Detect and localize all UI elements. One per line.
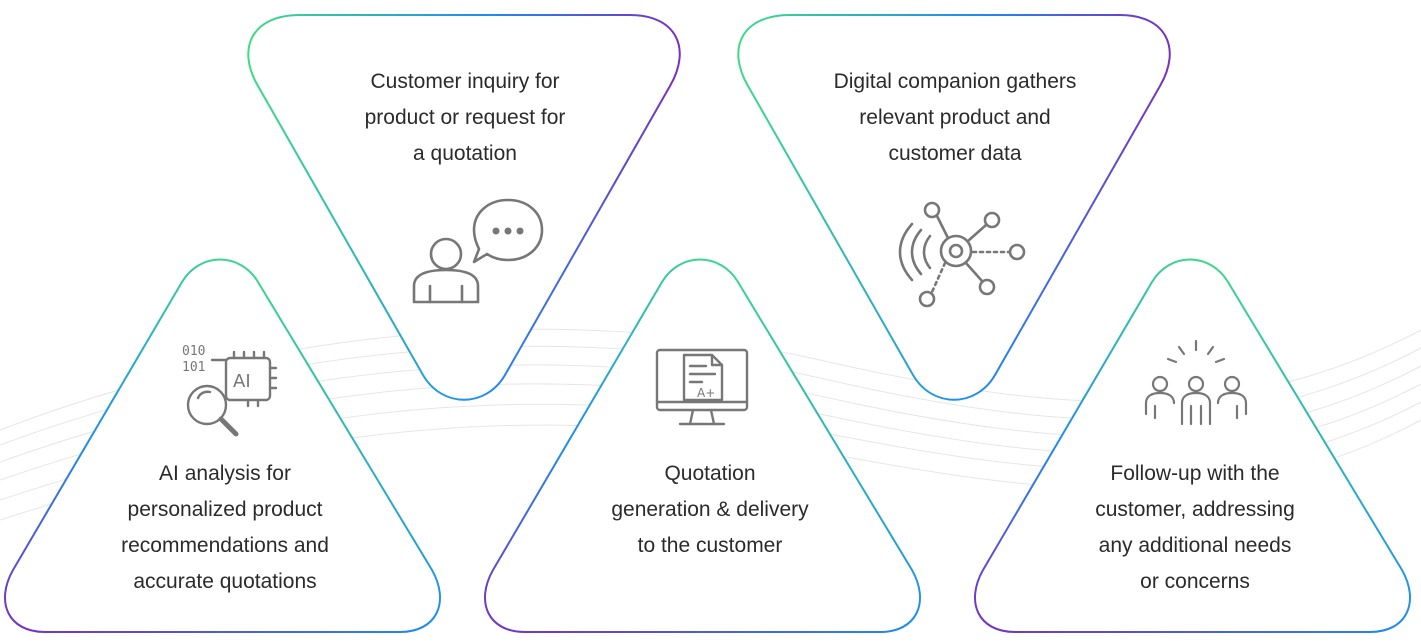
- step-3-text: AI analysis for personalized product rec…: [121, 462, 329, 593]
- ai-chip-search-icon: 010 101 AI: [182, 344, 278, 437]
- step-5-frame: [974, 258, 1411, 633]
- step-4-frame: [484, 258, 921, 633]
- step-2-frame: [737, 14, 1171, 401]
- step-4-text: Quotation generation & delivery to the c…: [611, 462, 809, 557]
- step-5-text: Follow-up with the customer, addressing …: [1095, 462, 1295, 593]
- team-idea-icon: [1144, 339, 1248, 426]
- customer-chat-icon: [412, 198, 544, 304]
- step-2-text: Digital companion gathers relevant produ…: [833, 70, 1077, 165]
- svg-text:010: 010: [182, 344, 205, 359]
- svg-text:A+: A+: [697, 386, 715, 400]
- step-1-frame: [247, 14, 681, 401]
- step-3-frame: [4, 258, 441, 633]
- data-network-icon: [898, 201, 1026, 308]
- step-1-text: Customer inquiry for product or request …: [364, 70, 566, 165]
- quotation-monitor-icon: A+: [655, 348, 749, 426]
- svg-text:AI: AI: [233, 371, 251, 392]
- svg-text:101: 101: [182, 360, 205, 375]
